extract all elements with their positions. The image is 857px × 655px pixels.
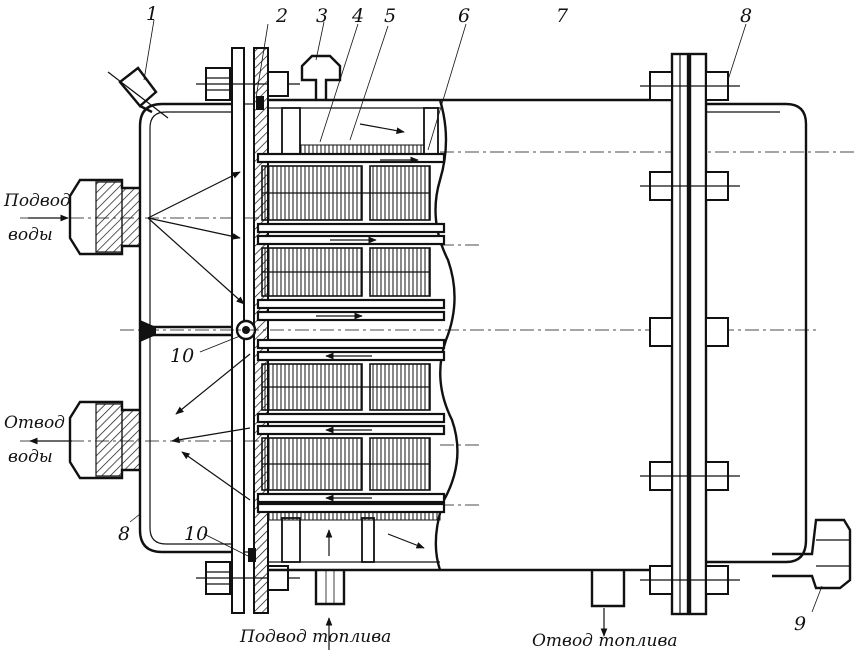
- water-outlet-caption-1: Отвод: [4, 413, 65, 433]
- upper-baffle: [267, 107, 441, 563]
- fuel-inlet-caption: Подвод топлива: [239, 627, 391, 647]
- fuel-outlet-pipe: [590, 570, 626, 608]
- water-outlet-nozzle: [20, 400, 260, 480]
- label-9: 9: [794, 613, 806, 635]
- right-cover: [706, 102, 808, 564]
- label-10-lower: 10: [184, 523, 208, 545]
- label-1: 1: [146, 3, 158, 25]
- flow-arrows: [28, 123, 608, 650]
- label-2: 2: [275, 5, 288, 27]
- label-8-right: 8: [740, 5, 752, 27]
- right-flange-assembly: [670, 52, 708, 616]
- label-3: 3: [316, 5, 328, 27]
- label-7: 7: [556, 5, 569, 27]
- label-5: 5: [384, 5, 396, 27]
- flow-captions: Подвод воды Отвод воды Подвод топлива От…: [3, 191, 677, 651]
- fuel-inlet-pipe: [314, 570, 346, 606]
- label-10-upper: 10: [170, 345, 194, 367]
- label-8-left: 8: [118, 523, 130, 545]
- fuel-outlet-caption: Отвод топлива: [532, 631, 677, 651]
- label-6: 6: [458, 5, 470, 27]
- fin-blocks: [261, 165, 431, 491]
- left-water-cover: [138, 102, 238, 554]
- part-numbers: 1 2 3 4 5 6 7 8 8 9 10 10: [118, 3, 806, 635]
- water-inlet-nozzle: [20, 178, 260, 256]
- water-outlet-caption-2: воды: [8, 447, 53, 467]
- label-4: 4: [351, 5, 364, 27]
- water-inlet-caption-1: Подвод: [3, 191, 71, 211]
- top-fitting: [300, 54, 342, 100]
- leader-lines: [129, 19, 823, 613]
- water-inlet-caption-2: воды: [8, 225, 53, 245]
- vent-plug: [107, 66, 169, 119]
- drain-plug: [772, 518, 852, 590]
- right-flange-bolts: [640, 71, 740, 595]
